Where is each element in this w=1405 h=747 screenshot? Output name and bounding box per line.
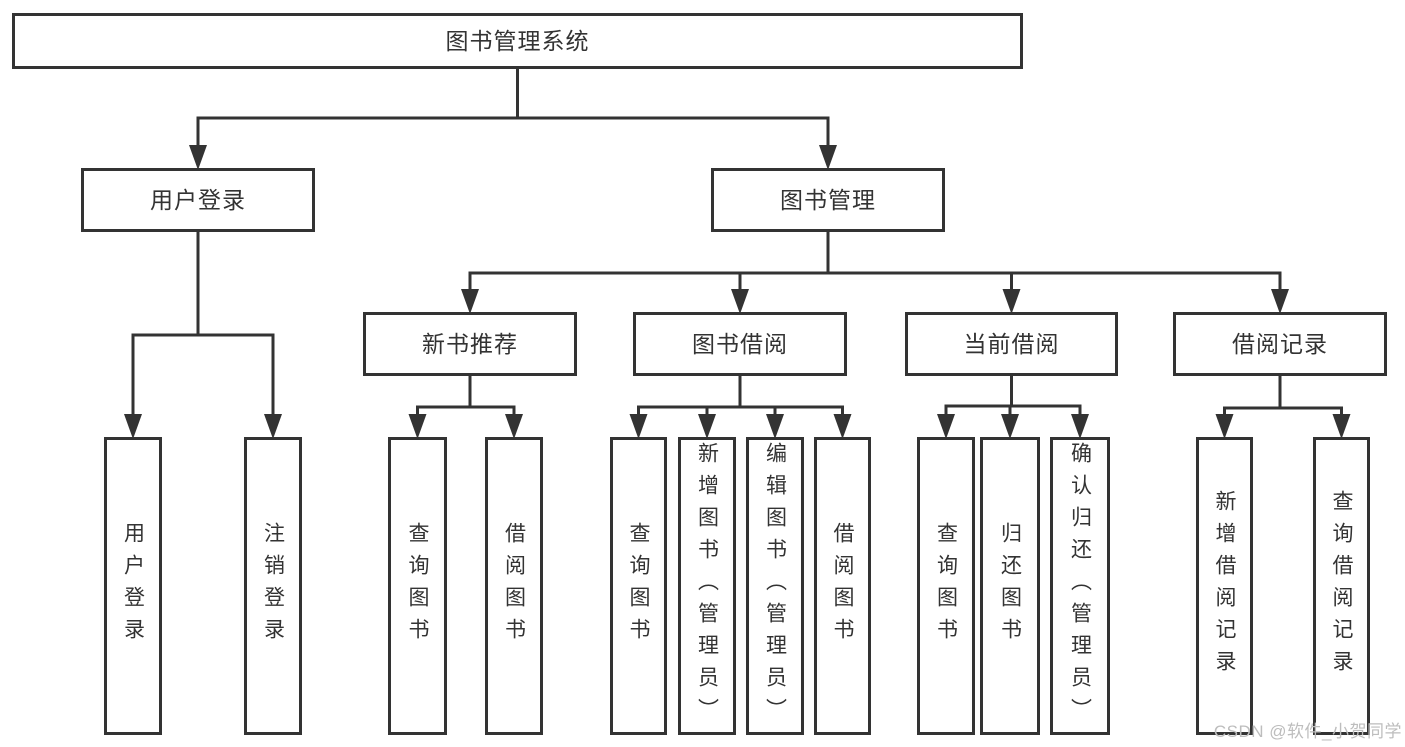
node-label-rec_query: 查询借阅记录: [1330, 490, 1353, 682]
arrowhead-icon: [505, 414, 523, 439]
node-box-bw_edit: 编辑图书（管理员）: [746, 437, 804, 735]
arrowhead-icon: [1215, 414, 1234, 439]
arrowhead-icon: [1001, 414, 1019, 439]
arrowhead-icon: [1002, 289, 1021, 314]
node-box-nb_query: 查询图书: [388, 437, 447, 735]
node-label-mgmt: 图书管理: [780, 186, 876, 213]
node-label-cur_return: 归还图书: [998, 522, 1022, 650]
node-box-mgmt: 图书管理: [711, 168, 945, 232]
arrowhead-icon: [1271, 289, 1289, 314]
node-label-current: 当前借阅: [963, 330, 1060, 357]
node-label-nb_borrow: 借阅图书: [502, 522, 526, 650]
arrowhead-icon: [124, 414, 142, 439]
node-box-user_login: 用户登录: [104, 437, 162, 735]
node-label-root: 图书管理系统: [445, 27, 590, 54]
arrowhead-icon: [937, 414, 955, 439]
arrowhead-icon: [731, 289, 749, 314]
node-label-user_login: 用户登录: [121, 522, 145, 650]
arrowhead-icon: [1071, 414, 1089, 439]
node-box-current: 当前借阅: [905, 312, 1118, 376]
arrowhead-icon: [698, 414, 716, 439]
node-box-bw_borrow: 借阅图书: [814, 437, 871, 735]
node-box-bw_add: 新增图书（管理员）: [678, 437, 736, 735]
node-label-borrow: 图书借阅: [692, 330, 788, 357]
node-box-rec_query: 查询借阅记录: [1313, 437, 1370, 735]
arrowhead-icon: [189, 145, 207, 170]
node-label-rec_add: 新增借阅记录: [1213, 490, 1236, 682]
node-box-cur_query: 查询图书: [917, 437, 975, 735]
arrowhead-icon: [766, 414, 784, 439]
node-label-bw_edit: 编辑图书（管理员）: [763, 442, 787, 730]
arrowhead-icon: [408, 414, 427, 439]
node-box-logout: 注销登录: [244, 437, 302, 735]
node-label-nb_query: 查询图书: [406, 522, 429, 650]
node-box-records: 借阅记录: [1173, 312, 1387, 376]
arrowhead-icon: [819, 145, 837, 170]
node-box-login: 用户登录: [81, 168, 315, 232]
arrowhead-icon: [1332, 414, 1351, 439]
node-label-cur_query: 查询图书: [934, 522, 958, 650]
node-label-newbook: 新书推荐: [422, 330, 518, 357]
node-box-bw_query: 查询图书: [610, 437, 667, 735]
watermark: CSDN @软件_小贺同学: [1213, 722, 1402, 741]
node-label-bw_query: 查询图书: [627, 522, 650, 650]
node-label-logout: 注销登录: [261, 522, 285, 650]
node-label-bw_borrow: 借阅图书: [831, 522, 854, 650]
node-label-records: 借阅记录: [1232, 330, 1328, 357]
node-box-cur_confirm: 确认归还（管理员）: [1050, 437, 1110, 735]
arrowhead-icon: [461, 289, 479, 314]
node-box-rec_add: 新增借阅记录: [1196, 437, 1253, 735]
node-label-login: 用户登录: [150, 186, 246, 213]
node-box-root: 图书管理系统: [12, 13, 1023, 69]
arrowhead-icon: [264, 414, 282, 439]
node-label-bw_add: 新增图书（管理员）: [695, 442, 719, 730]
node-box-borrow: 图书借阅: [633, 312, 847, 376]
arrowhead-icon: [629, 414, 648, 439]
arrowhead-icon: [833, 414, 852, 439]
node-box-nb_borrow: 借阅图书: [485, 437, 543, 735]
node-box-newbook: 新书推荐: [363, 312, 577, 376]
node-box-cur_return: 归还图书: [980, 437, 1040, 735]
node-label-cur_confirm: 确认归还（管理员）: [1068, 442, 1092, 730]
